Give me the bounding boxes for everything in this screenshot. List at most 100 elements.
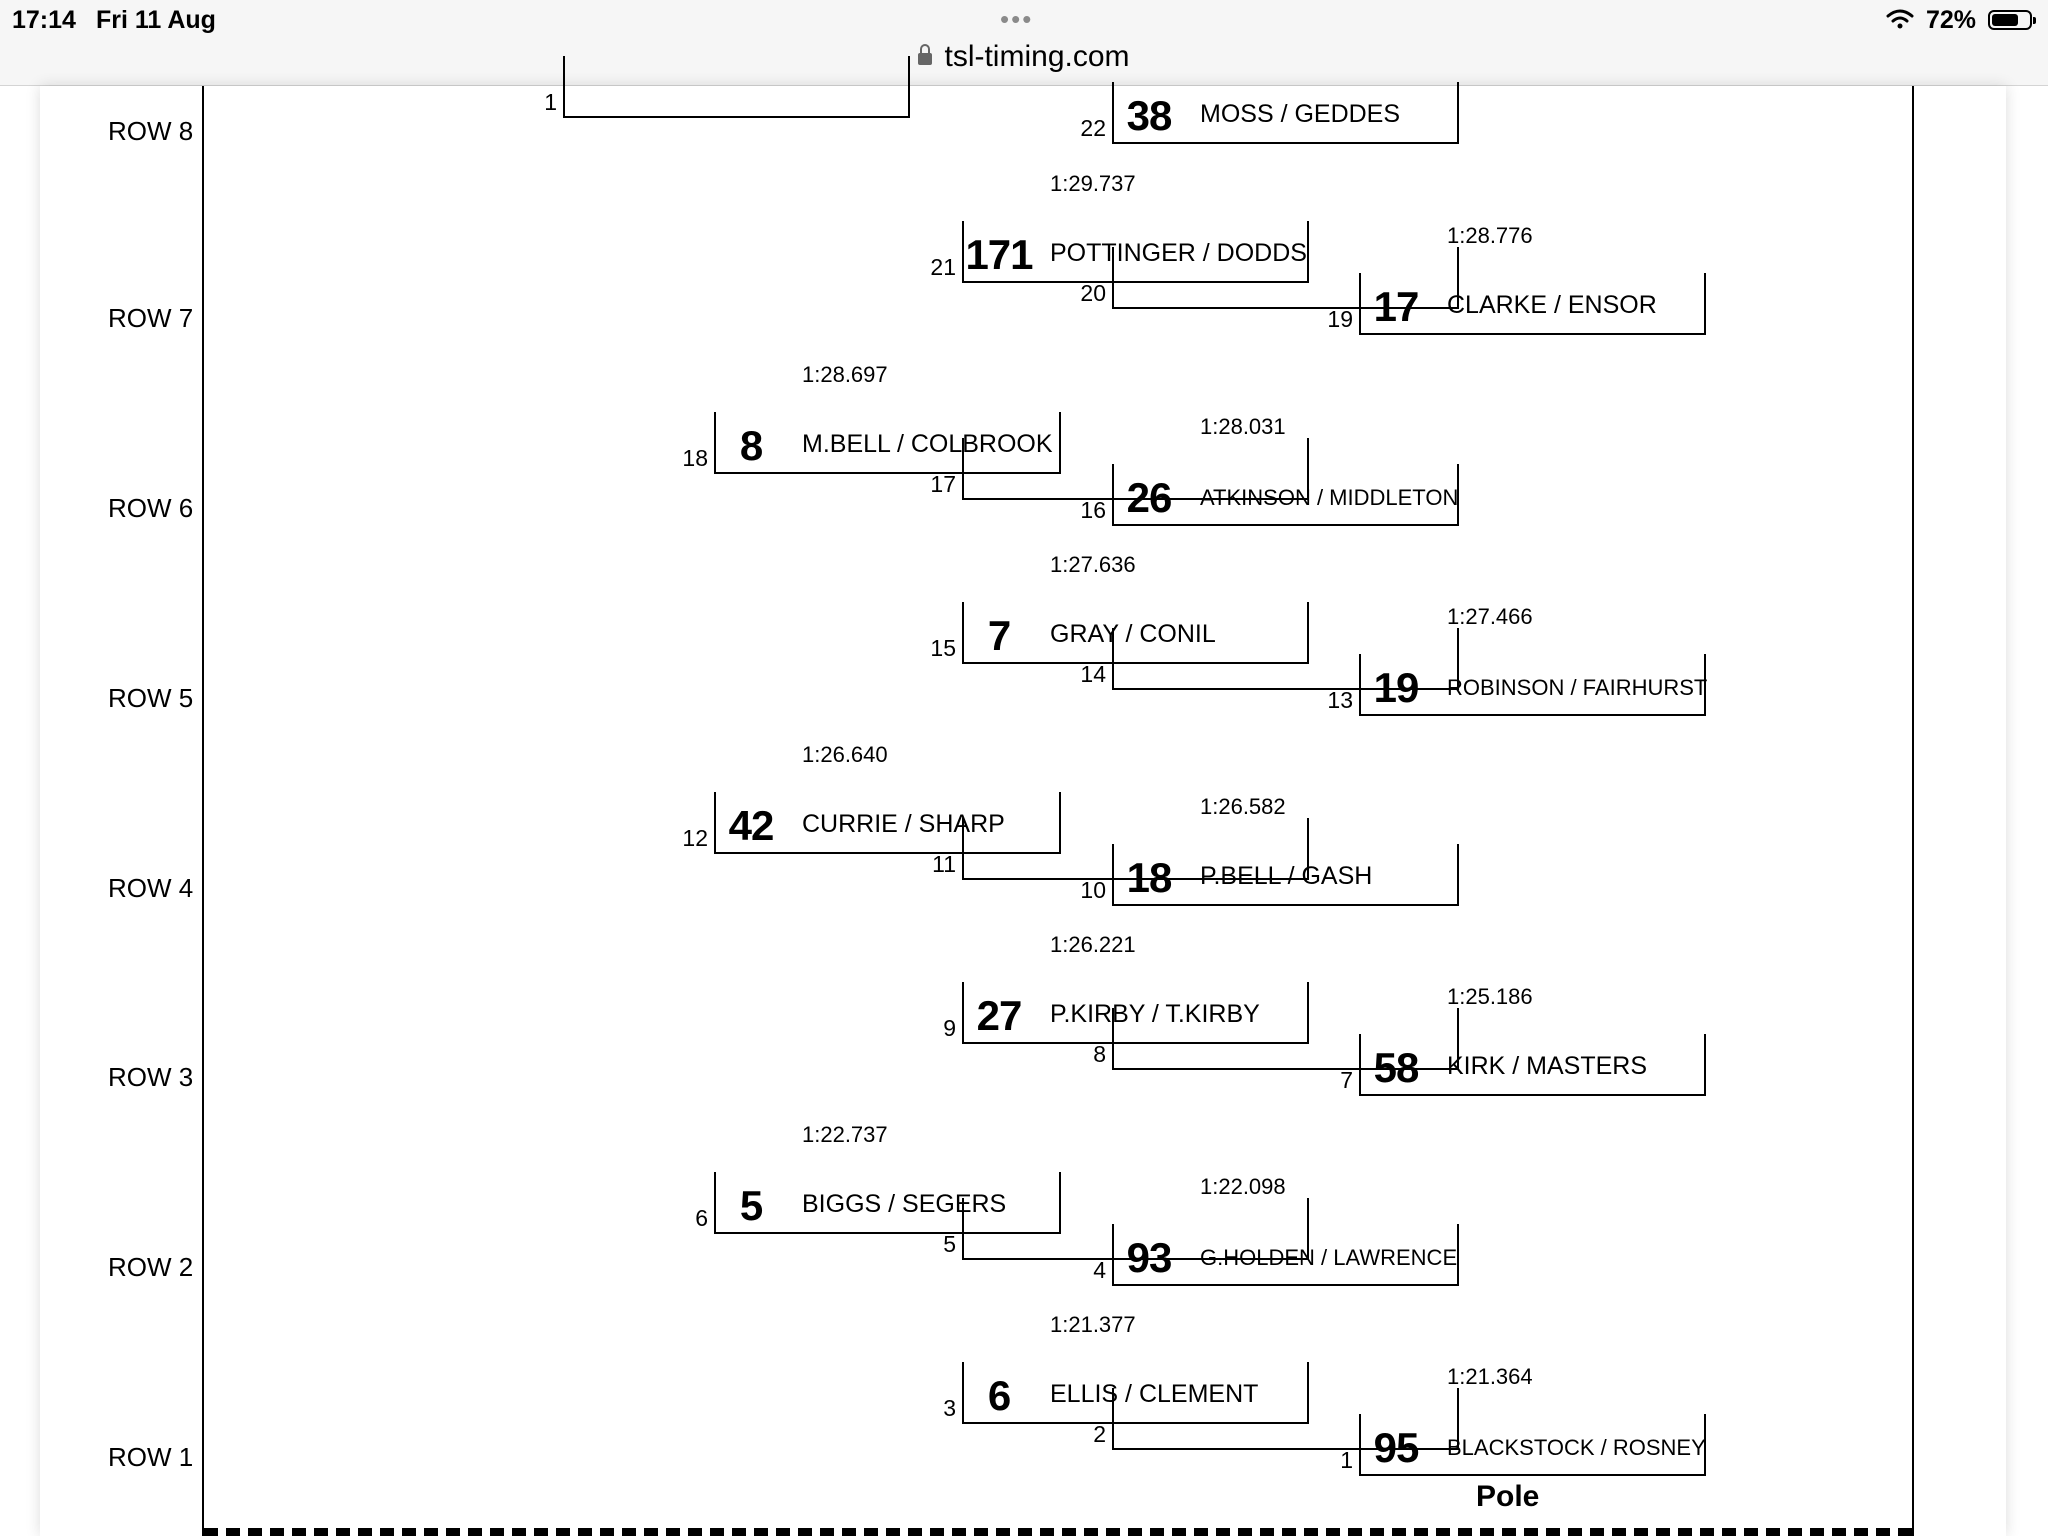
car-number: 93 [1126,1234,1173,1281]
grid-position: 1 [1340,1447,1353,1473]
grid-position: 3 [943,1395,956,1421]
driver-names: BLACKSTOCK / ROSNEY [1447,1435,1706,1460]
car-number: 171 [965,231,1033,278]
lap-time: 1:27.636 [1050,552,1136,577]
lap-time: 1:22.737 [802,1122,888,1147]
car-number: 38 [1126,92,1173,139]
slot-box [1112,247,1459,309]
grid-slot: 3 1:21.377 6 ELLIS / CLEMENT [943,1312,1309,1424]
driver-names: KIRK / MASTERS [1447,1052,1648,1080]
driver-names: ELLIS / CLEMENT [1050,1380,1259,1408]
row-label: ROW 5 [108,683,194,713]
grid-slot: 20 [1080,247,1459,309]
lap-time: 1:22.098 [1200,1174,1286,1199]
slot-box [962,1198,1309,1260]
slot-box [1112,464,1459,526]
driver-names: G.HOLDEN / LAWRENCE [1200,1245,1458,1270]
lap-time: 1:21.377 [1050,1312,1136,1337]
url-text: tsl-timing.com [944,40,1130,73]
lap-time: 1:21.364 [1447,1364,1533,1389]
slot-box [714,1172,1061,1234]
lap-time: 1:29.737 [1050,171,1136,196]
status-date: Fri 11 Aug [96,6,216,34]
battery-icon [1988,10,2036,30]
grid-slot: 15 1:27.636 7 GRAY / CONIL [930,552,1309,664]
slot-box [962,221,1309,283]
slot-box [714,792,1061,854]
slot-box [563,56,910,118]
driver-names: ATKINSON / MIDDLETON [1200,485,1459,510]
car-number: 26 [1126,474,1173,521]
driver-names: CURRIE / SHARP [802,810,1005,838]
grid-position: 2 [1093,1421,1106,1447]
grid-position: 15 [930,635,956,661]
lock-icon [918,44,933,65]
grid-position: 17 [930,471,956,497]
car-number: 8 [739,422,763,469]
row-label: ROW 6 [108,493,194,523]
slot-box [1359,654,1706,716]
more-dots-icon[interactable]: ••• [1000,4,1034,34]
car-number: 95 [1373,1424,1420,1471]
driver-names: POTTINGER / DODDS [1050,239,1307,267]
lap-time: 1:26.582 [1200,794,1286,819]
grid-frame [202,86,1914,1536]
row-label: ROW 7 [108,303,194,333]
wifi-icon [1886,9,1914,29]
pole-label: Pole [1476,1480,1540,1513]
grid-slot: 1 1:21.364 95 BLACKSTOCK / ROSNEY [1340,1364,1706,1476]
car-number: 6 [987,1372,1011,1419]
slot-box [1112,628,1459,690]
grid-slot: 11 [932,818,1309,880]
grid-position: 20 [1080,280,1106,306]
slot-box [1359,1034,1706,1096]
slot-box [1359,1414,1706,1476]
grid-position: 5 [943,1231,956,1257]
slot-box [962,818,1309,880]
row-label: ROW 1 [108,1442,194,1472]
driver-names: MOSS / GEDDES [1200,100,1401,128]
battery-fill [1992,14,2018,26]
grid-position: 22 [1080,115,1106,141]
status-time: 17:14 [12,6,76,34]
lap-time: 1:25.186 [1447,984,1533,1009]
grid-position: 18 [682,445,708,471]
lap-time: 1:28.776 [1447,223,1533,248]
slot-box [1359,273,1706,335]
grid-position: 6 [695,1205,708,1231]
car-number: 27 [976,992,1023,1039]
start-line-checker [204,1528,1912,1536]
lap-time: 1:27.466 [1447,604,1533,629]
address-bar[interactable]: tsl-timing.com [0,40,2048,74]
driver-names: ROBINSON / FAIRHURST [1447,675,1708,700]
grid-position: 13 [1327,687,1353,713]
car-number: 58 [1373,1044,1420,1091]
grid-position: 11 [932,851,956,877]
driver-names: P.KIRBY / T.KIRBY [1050,1000,1260,1028]
grid-position: 19 [1327,306,1353,332]
row-label: ROW 2 [108,1252,194,1282]
slot-box [962,602,1309,664]
slot-box [714,412,1061,474]
car-number: 42 [728,802,775,849]
driver-names: GRAY / CONIL [1050,620,1216,648]
driver-names: M.BELL / COLBROOK [802,430,1053,458]
lap-time: 1:28.031 [1200,414,1286,439]
grid-slot: 4 1:22.098 93 G.HOLDEN / LAWRENCE [1093,1174,1459,1286]
grid-position: 1 [544,89,557,115]
slot-box [1112,82,1459,144]
row-label: ROW 4 [108,873,194,903]
grid-position: 4 [1093,1257,1106,1283]
driver-names: P.BELL / GASH [1200,862,1373,890]
car-number: 19 [1373,664,1420,711]
grid-position: 9 [943,1015,956,1041]
car-number: 5 [739,1182,763,1229]
car-number: 7 [987,612,1011,659]
